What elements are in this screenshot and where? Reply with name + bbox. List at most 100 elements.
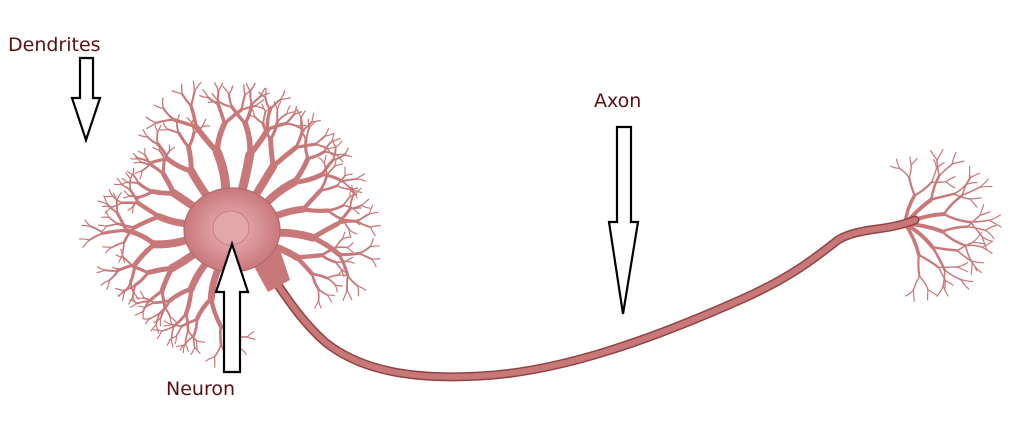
dendrite-segment — [246, 336, 256, 340]
dendrite-segment — [314, 134, 327, 146]
dendrite-segment — [112, 195, 123, 204]
dendrite-segment — [88, 232, 105, 242]
dendrite-segment — [219, 324, 223, 347]
dendrite-segment — [935, 162, 945, 169]
dendrite-segment — [137, 181, 154, 194]
dendrite-segment — [345, 260, 355, 264]
dendrite-segment — [217, 82, 224, 92]
dendrite-segment — [930, 181, 947, 184]
dendrite-segment — [930, 167, 938, 183]
dendrite-segment — [960, 279, 970, 290]
dendrite-segment — [147, 289, 164, 303]
dendrite-segment — [168, 146, 176, 153]
dendrite-segment — [956, 241, 974, 252]
dendrite-segment — [324, 128, 330, 137]
dendrite-segment — [979, 204, 985, 216]
dendrite-segment — [323, 140, 333, 153]
dendrite-segment — [361, 204, 371, 209]
dendrite-segment — [370, 258, 377, 268]
dendrite-segment — [133, 271, 150, 287]
dendrite-segment — [169, 316, 172, 325]
dendrite-segment — [332, 139, 337, 149]
dendrite-segment — [150, 324, 157, 332]
dendrite-segment — [105, 222, 119, 228]
dendrite-segment — [356, 285, 367, 291]
dendrite-segment — [970, 260, 978, 272]
dendrite-segment — [323, 154, 327, 164]
dendrite-segment — [349, 204, 363, 210]
dendrite-segment — [222, 85, 230, 95]
dendrite-segment — [300, 110, 306, 119]
dendrite-segment — [912, 289, 915, 302]
dendrite-segment — [163, 320, 172, 326]
dendrite-segment — [193, 81, 202, 92]
dendrite-segment — [311, 119, 321, 123]
dendrite-segment — [308, 120, 316, 129]
dendrite-segment — [351, 184, 354, 196]
dendrite-segment — [161, 158, 167, 176]
dendrite-segment — [166, 337, 173, 346]
dendrite-segment — [129, 302, 138, 308]
dendrite-segment — [186, 144, 194, 174]
dendrite-segment — [944, 279, 954, 286]
dendrite-segment — [153, 317, 162, 323]
dendrite-segment — [193, 123, 220, 155]
dendrite-segment — [908, 176, 916, 197]
dendrite-segment — [142, 129, 148, 138]
dendrite-segment — [314, 300, 320, 309]
dendrite-segment — [96, 266, 106, 271]
dendrites-branches — [79, 80, 381, 369]
dendrite-segment — [961, 178, 970, 196]
dendrite-segment — [951, 152, 957, 165]
dendrite-segment — [970, 262, 973, 276]
dendrite-segment — [310, 272, 320, 291]
dendrite-segment — [148, 163, 165, 176]
dendrite-segment — [305, 126, 311, 141]
dendrite-segment — [336, 184, 351, 190]
dendrite-segment — [930, 150, 938, 161]
dendrite-segment — [115, 211, 128, 232]
dendrite-segment — [153, 104, 165, 110]
dendrite-segment — [103, 269, 119, 272]
dendrite-segment — [116, 222, 136, 229]
dendrite-segment — [940, 230, 967, 247]
dendrite-segment — [370, 257, 381, 260]
dendrite-segment — [335, 219, 359, 226]
dendrite-segment — [264, 105, 272, 113]
dendrite-segment — [945, 181, 956, 189]
dendrite-segment — [294, 253, 324, 260]
dendrite-segment — [171, 117, 198, 129]
dendrite-segment — [327, 294, 333, 303]
dendrite-segment — [161, 325, 175, 332]
dendrite-segment — [944, 279, 946, 291]
dendrite-segment — [177, 131, 191, 149]
dendrite-segment — [116, 177, 122, 185]
dendrite-segment — [936, 285, 944, 297]
dendrite-segment — [985, 224, 997, 231]
dendrite-segment — [326, 209, 344, 221]
dendrite-segment — [269, 120, 279, 141]
dendrite-segment — [261, 103, 266, 113]
dendrite-segment — [368, 211, 379, 215]
dendrite-segment — [240, 93, 247, 111]
dendrite-segment — [337, 251, 361, 257]
axon-fiber — [259, 217, 918, 380]
dendrite-segment — [130, 292, 135, 302]
dendrite-segment — [936, 149, 944, 161]
dendrite-segment — [346, 246, 354, 253]
dendrite-segment — [955, 266, 968, 273]
dendrite-segment — [369, 224, 381, 228]
dendrite-segment — [369, 245, 380, 248]
dendrite-segment — [145, 265, 175, 276]
dendrite-segment — [186, 131, 196, 149]
dendrite-segment — [132, 214, 162, 230]
dendrite-segment — [972, 231, 982, 243]
dendrite-segment — [285, 122, 299, 128]
dendrite-segment — [243, 84, 246, 96]
dendrite-segment — [192, 80, 196, 92]
dendrite-segment — [909, 156, 912, 166]
dendrite-segment — [184, 343, 189, 352]
dendrite-segment — [336, 175, 346, 187]
dendrite-segment — [172, 312, 188, 328]
dendrite-segment — [152, 147, 161, 152]
